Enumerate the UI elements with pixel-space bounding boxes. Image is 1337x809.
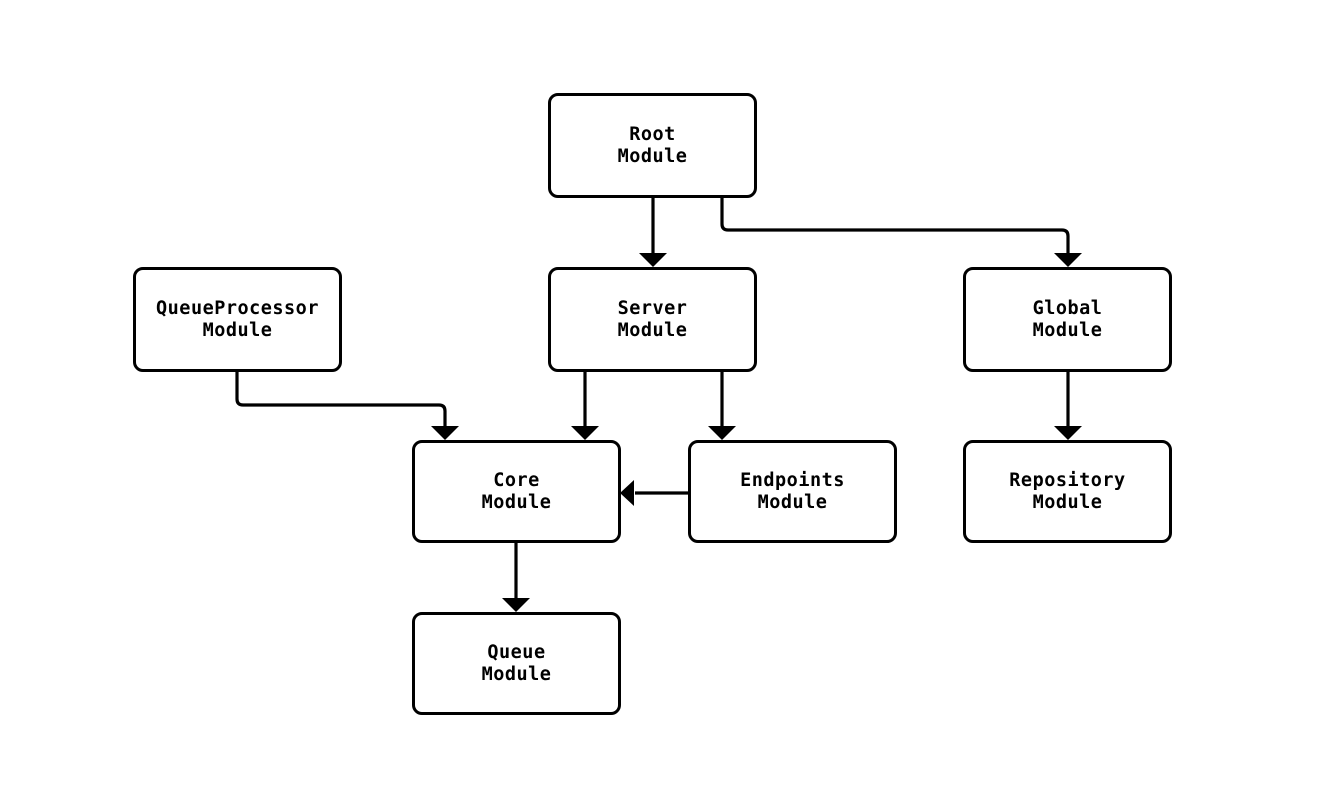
edge-queueprocessor-to-core xyxy=(235,372,459,440)
node-server-module: Server Module xyxy=(548,267,757,372)
node-global-module: Global Module xyxy=(963,267,1172,372)
edge-root-to-server xyxy=(639,198,667,267)
edge-core-to-queue xyxy=(502,543,530,612)
node-core-module: Core Module xyxy=(412,440,621,543)
edge-global-to-repository xyxy=(1054,372,1082,440)
edge-server-to-core xyxy=(571,372,599,440)
node-root-module: Root Module xyxy=(548,93,757,198)
node-endpoints-module: Endpoints Module xyxy=(688,440,897,543)
node-queue-module: Queue Module xyxy=(412,612,621,715)
edge-server-to-endpoints xyxy=(708,372,736,440)
edge-endpoints-to-core xyxy=(620,480,688,506)
node-queueprocessor-module: QueueProcessor Module xyxy=(133,267,342,372)
edge-root-to-global xyxy=(720,198,1082,267)
node-repository-module: Repository Module xyxy=(963,440,1172,543)
